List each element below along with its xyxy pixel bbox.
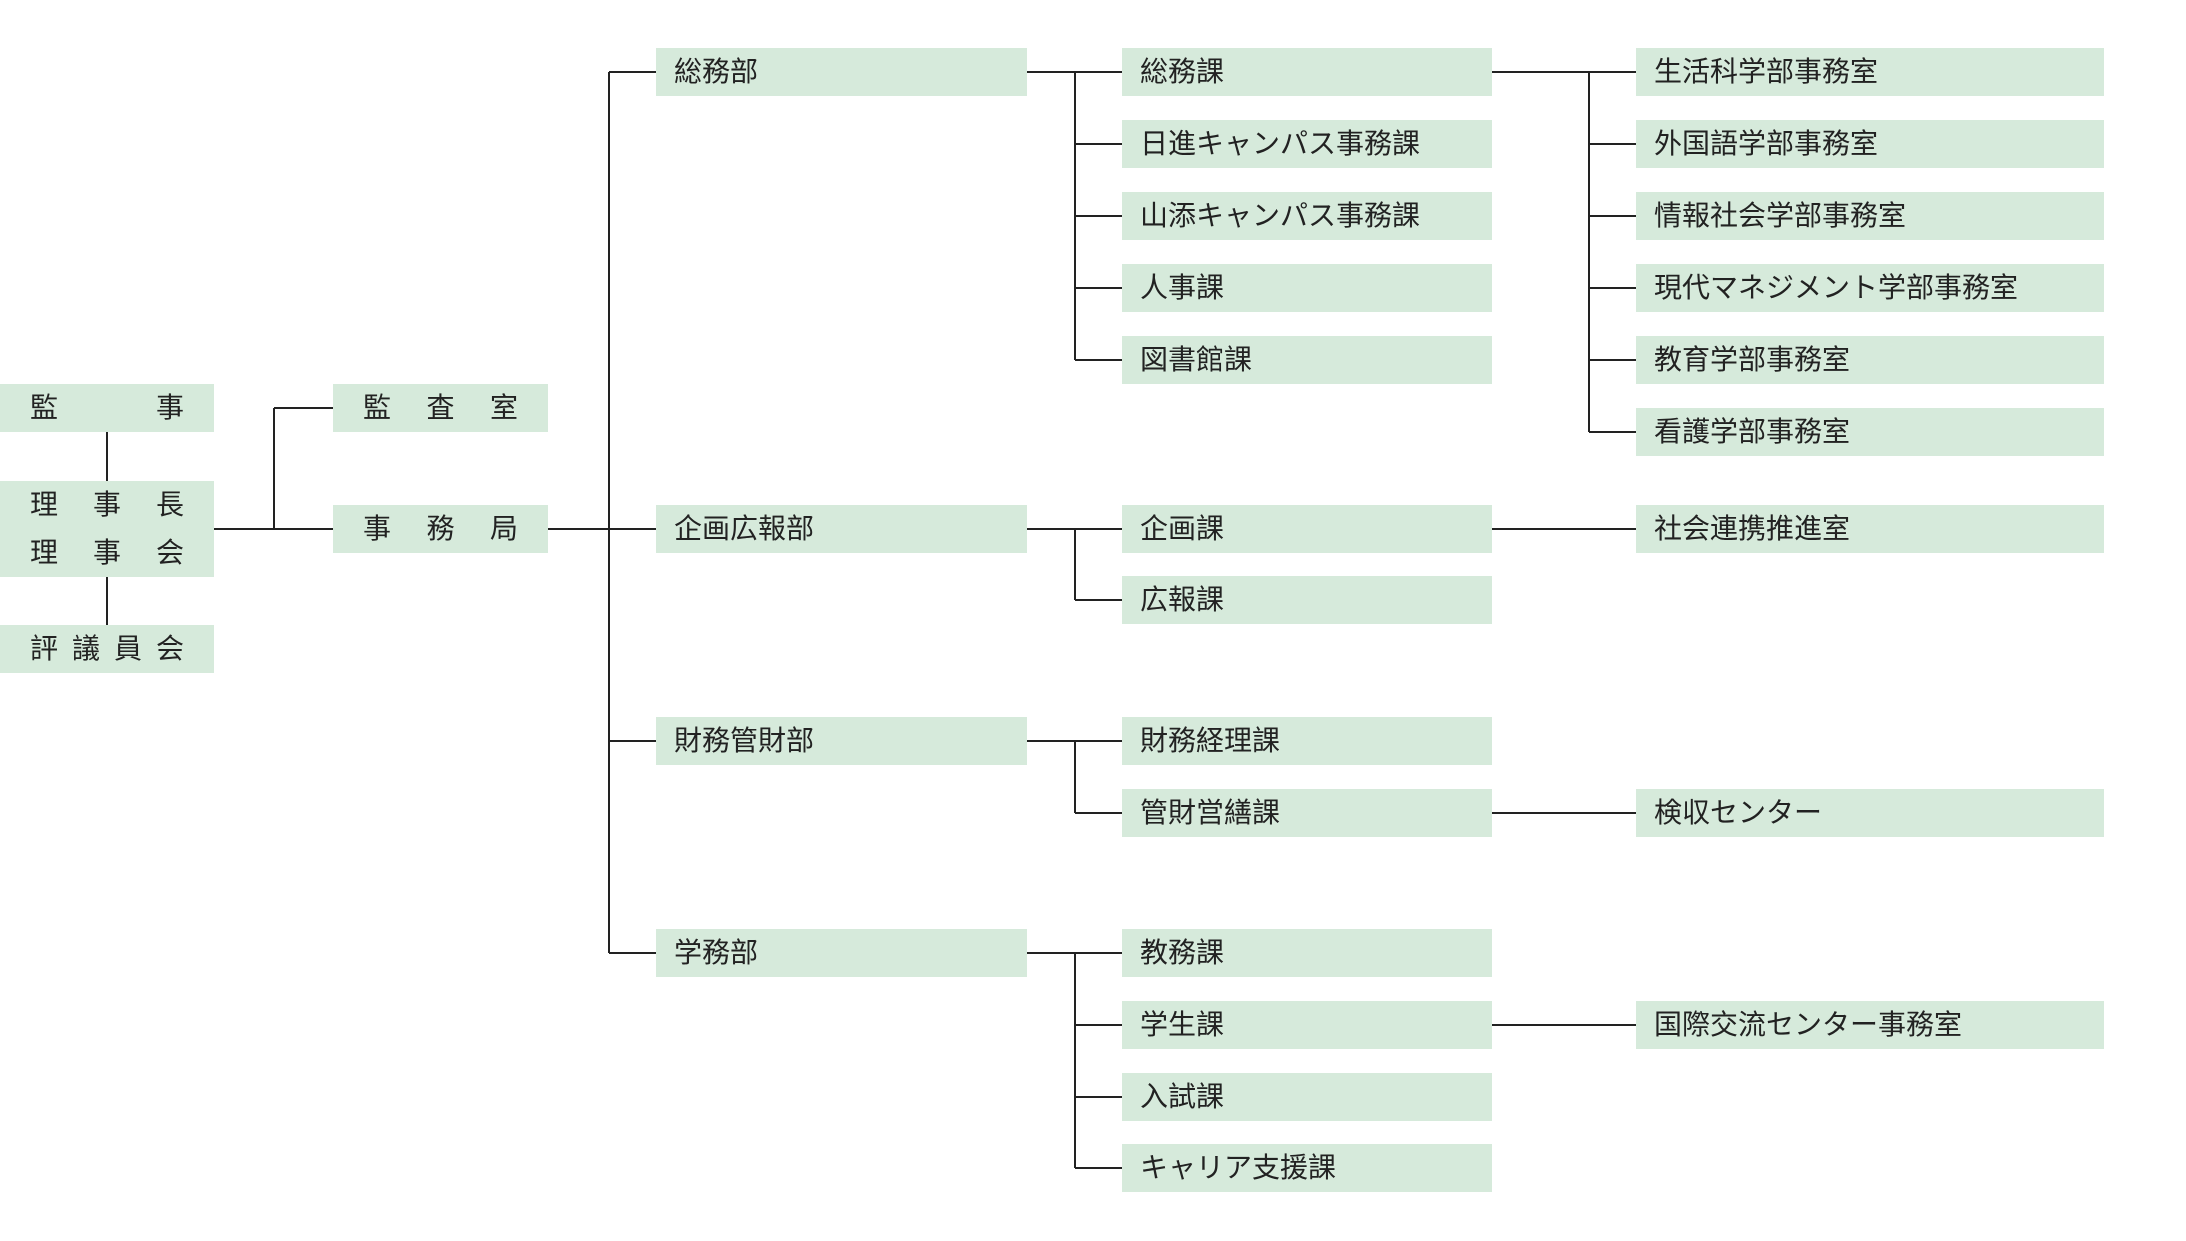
secretariat-char: 局 xyxy=(489,512,518,545)
board-char: 事 xyxy=(92,536,121,569)
council-box: 評 議 員 会 xyxy=(0,625,214,673)
secretariat-char: 務 xyxy=(426,512,455,545)
council-char: 議 xyxy=(71,632,100,665)
board-label: 理 事 会 xyxy=(0,529,214,577)
department-box: 総務部 xyxy=(656,48,1027,96)
secretariat-char: 事 xyxy=(363,512,392,545)
audit-office-char: 査 xyxy=(426,391,455,424)
auditor-char: 監 xyxy=(30,391,59,424)
council-char: 会 xyxy=(155,632,184,665)
chairman-char: 長 xyxy=(155,488,184,521)
office-box: 看護学部事務室 xyxy=(1636,408,2104,456)
chairman-board-box: 理 事 長 理 事 会 xyxy=(0,481,214,577)
section-box: 教務課 xyxy=(1122,929,1492,977)
office-box: 教育学部事務室 xyxy=(1636,336,2104,384)
section-box: キャリア支援課 xyxy=(1122,1144,1492,1192)
section-box: 学生課 xyxy=(1122,1001,1492,1049)
section-box: 管財営繕課 xyxy=(1122,789,1492,837)
audit-office-box: 監 査 室 xyxy=(333,384,548,432)
board-char: 会 xyxy=(155,536,184,569)
section-box: 入試課 xyxy=(1122,1073,1492,1121)
office-box: 国際交流センター事務室 xyxy=(1636,1001,2104,1049)
audit-office-char: 室 xyxy=(489,391,518,424)
department-box: 企画広報部 xyxy=(656,505,1027,553)
council-char: 評 xyxy=(30,632,59,665)
department-box: 学務部 xyxy=(656,929,1027,977)
secretariat-box: 事 務 局 xyxy=(333,505,548,553)
audit-office-char: 監 xyxy=(363,391,392,424)
section-box: 山添キャンパス事務課 xyxy=(1122,192,1492,240)
chairman-label: 理 事 長 xyxy=(0,481,214,529)
section-box: 図書館課 xyxy=(1122,336,1492,384)
council-char: 員 xyxy=(113,632,142,665)
office-box: 情報社会学部事務室 xyxy=(1636,192,2104,240)
section-box: 企画課 xyxy=(1122,505,1492,553)
office-box: 検収センター xyxy=(1636,789,2104,837)
office-box: 社会連携推進室 xyxy=(1636,505,2104,553)
section-box: 人事課 xyxy=(1122,264,1492,312)
section-box: 総務課 xyxy=(1122,48,1492,96)
board-char: 理 xyxy=(30,536,59,569)
auditor-box: 監 事 xyxy=(0,384,214,432)
chairman-char: 理 xyxy=(30,488,59,521)
department-box: 財務管財部 xyxy=(656,717,1027,765)
chairman-char: 事 xyxy=(92,488,121,521)
section-box: 広報課 xyxy=(1122,576,1492,624)
section-box: 財務経理課 xyxy=(1122,717,1492,765)
auditor-char: 事 xyxy=(155,391,184,424)
section-box: 日進キャンパス事務課 xyxy=(1122,120,1492,168)
office-box: 現代マネジメント学部事務室 xyxy=(1636,264,2104,312)
office-box: 外国語学部事務室 xyxy=(1636,120,2104,168)
office-box: 生活科学部事務室 xyxy=(1636,48,2104,96)
